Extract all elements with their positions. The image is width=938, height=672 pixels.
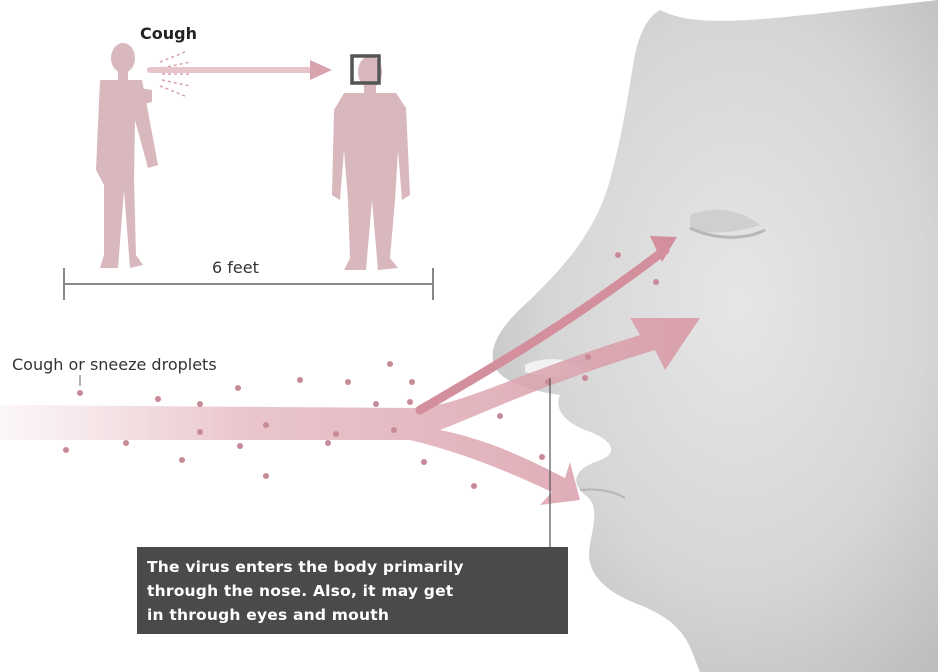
callout-line-2: through the nose. Also, it may get <box>147 582 453 600</box>
callout-box: The virus enters the body primarily thro… <box>137 547 568 634</box>
droplets-label: Cough or sneeze droplets <box>12 355 217 374</box>
cough-spray <box>160 52 192 96</box>
coughing-person-figure <box>96 43 158 268</box>
receiving-person-figure <box>332 56 410 270</box>
cough-label: Cough <box>140 24 197 43</box>
callout-line-3: in through eyes and mouth <box>147 606 389 624</box>
cough-arrow <box>150 60 332 80</box>
distance-label: 6 feet <box>212 258 259 277</box>
callout-line-1: The virus enters the body primarily <box>147 558 464 576</box>
